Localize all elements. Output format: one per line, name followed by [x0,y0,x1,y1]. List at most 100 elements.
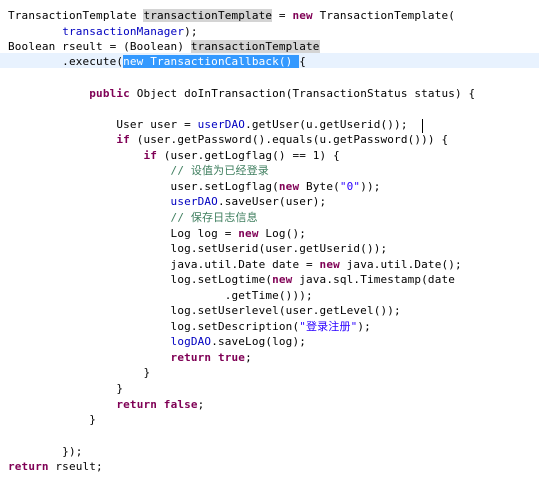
code-token: return [170,351,212,364]
code-token: public [89,87,130,100]
code-token: new [278,180,300,193]
selected-text: new TransactionCallback() [123,55,300,68]
code-token: "登录注册" [299,320,358,333]
code-line: } [8,381,123,396]
code-token: log.setUserid(user.getUserid()); [8,242,388,255]
code-token: java.sql.Timestamp(date [292,273,456,286]
code-line: userDAO.saveUser(user); [8,194,327,209]
code-line: log.setUserlevel(user.getLevel()); [8,303,401,318]
code-token: { [299,55,307,68]
code-token [157,398,164,411]
code-token: }); [8,445,83,458]
code-line: return rseult; [8,459,103,474]
code-line: Boolean rseult = (Boolean) transactionTe… [8,39,320,54]
code-token: return [116,398,158,411]
code-token: new [238,227,259,240]
code-token [211,351,218,364]
code-token: java.util.Date(); [339,258,462,271]
code-token: true [217,351,246,364]
code-token: .saveLog(log); [211,335,307,348]
code-token: log.setUserlevel(user.getLevel()); [8,304,401,317]
code-token [8,398,116,411]
code-line: .execute(new TransactionCallback() { [8,54,306,69]
code-token [8,149,143,162]
code-line: // 设值为已经登录 [8,163,269,178]
code-token: User user = [8,118,198,131]
code-token: Log log = [8,227,239,240]
code-line: TransactionTemplate transactionTemplate … [8,8,455,23]
code-token: = [272,9,293,22]
code-token: ; [197,398,205,411]
code-token: Byte( [299,180,340,193]
code-token: new [292,9,313,22]
code-token [8,351,171,364]
code-token: false [163,398,198,411]
code-token: (user.getPassword().equals(u.getPassword… [129,133,449,146]
code-token [8,25,62,38]
code-line: } [8,412,96,427]
code-token: ); [357,320,371,333]
code-token: java.util.Date date = [8,258,320,271]
highlighted-occurrence: transactionTemplate [190,40,320,53]
code-token: .execute( [8,55,124,68]
code-line: if (user.getLogflag() == 1) { [8,148,340,163]
code-token [8,87,89,100]
code-token: } [8,366,151,379]
code-token: )); [360,180,381,193]
code-token: } [8,413,97,426]
code-token: TransactionTemplate [8,9,144,22]
code-token: if [116,133,130,146]
code-line: } [8,365,150,380]
code-token: "0" [339,180,361,193]
code-token: Log(); [258,227,307,240]
code-line: }); [8,444,83,459]
code-line: .getTime())); [8,288,313,303]
code-line: if (user.getPassword().equals(u.getPassw… [8,132,448,147]
code-token [8,133,116,146]
code-token: ); [184,25,198,38]
code-line: User user = userDAO.getUser(u.getUserid(… [8,117,408,132]
code-line: transactionManager); [8,24,198,39]
code-token: TransactionTemplate( [312,9,456,22]
code-token: new [319,258,340,271]
code-line: return true; [8,350,252,365]
code-token: log.setLogtime( [8,273,273,286]
code-token [8,211,171,224]
code-token: Boolean rseult = (Boolean) [8,40,191,53]
code-token: Object doInTransaction(TransactionStatus… [129,87,476,100]
code-token: (user.getLogflag() == 1) { [157,149,340,162]
code-token: // 保存日志信息 [170,211,258,224]
code-token: return [8,460,49,473]
code-token: if [143,149,157,162]
code-token: user.setLogflag( [8,180,279,193]
code-line: user.setLogflag(new Byte("0")); [8,179,381,194]
code-token: .getUser(u.getUserid()); [245,118,408,131]
code-token: userDAO [197,118,246,131]
code-token: } [8,382,124,395]
code-line: Log log = new Log(); [8,226,306,241]
code-line: log.setLogtime(new java.sql.Timestamp(da… [8,272,455,287]
code-line: // 保存日志信息 [8,210,258,225]
code-token: log.setDescription( [8,320,300,333]
code-token: .saveUser(user); [217,195,327,208]
code-token: transactionManager [62,25,185,38]
code-token [8,335,171,348]
code-token: rseult; [48,460,103,473]
code-token: logDAO [170,335,212,348]
code-line: logDAO.saveLog(log); [8,334,306,349]
code-line: java.util.Date date = new java.util.Date… [8,257,462,272]
code-token: new [272,273,293,286]
highlighted-occurrence: transactionTemplate [143,9,273,22]
code-line: log.setDescription("登录注册"); [8,319,371,334]
code-line: log.setUserid(user.getUserid()); [8,241,388,256]
code-line: public Object doInTransaction(Transactio… [8,86,475,101]
code-token [8,164,171,177]
code-token: userDAO [170,195,218,208]
code-token: ; [245,351,252,364]
code-token [8,195,171,208]
code-line: return false; [8,397,204,412]
code-token: // 设值为已经登录 [170,164,269,177]
code-token: .getTime())); [8,289,313,302]
text-cursor [422,119,423,133]
